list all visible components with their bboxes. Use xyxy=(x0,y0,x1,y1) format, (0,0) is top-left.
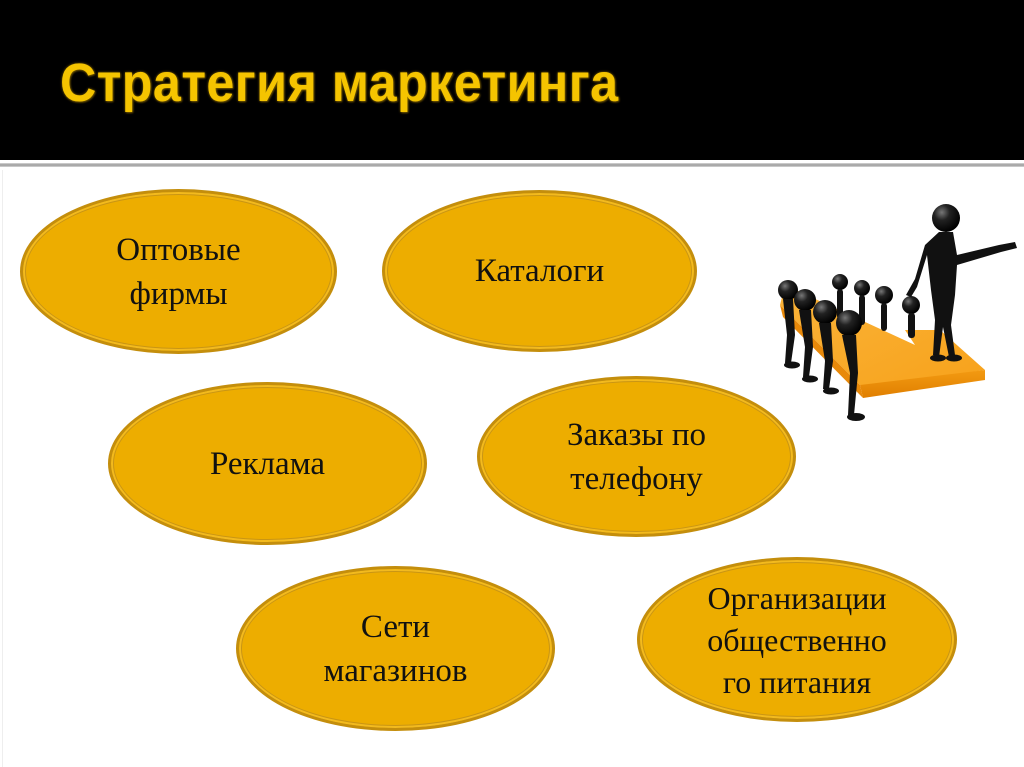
ellipse-label: Оптовые фирмы xyxy=(116,231,241,312)
leader-pointing-with-team-on-arrow-icon xyxy=(765,195,1024,430)
header-divider xyxy=(0,163,1024,167)
ellipse-label: Реклама xyxy=(209,445,326,482)
left-edge-line xyxy=(2,170,3,767)
ellipse-label: Сети магазинов xyxy=(323,608,468,689)
slide-title: Стратегия маркетинга xyxy=(60,53,619,113)
ellipse-label: Заказы по телефону xyxy=(567,416,706,497)
ellipse-phone-orders: Заказы по телефону xyxy=(477,376,796,537)
ellipse-advertising: Реклама xyxy=(108,382,427,545)
slide-header: Стратегия маркетинга xyxy=(0,0,1024,160)
ellipse-catalogs: Каталоги xyxy=(382,190,697,352)
ellipse-wholesale-firms: Оптовые фирмы xyxy=(20,189,337,354)
ellipse-label: Организации общественно го питания xyxy=(707,579,887,700)
ellipse-store-chains: Сети магазинов xyxy=(236,566,555,731)
ellipse-catering-organizations: Организации общественно го питания xyxy=(637,557,957,722)
ellipse-label: Каталоги xyxy=(474,253,605,289)
